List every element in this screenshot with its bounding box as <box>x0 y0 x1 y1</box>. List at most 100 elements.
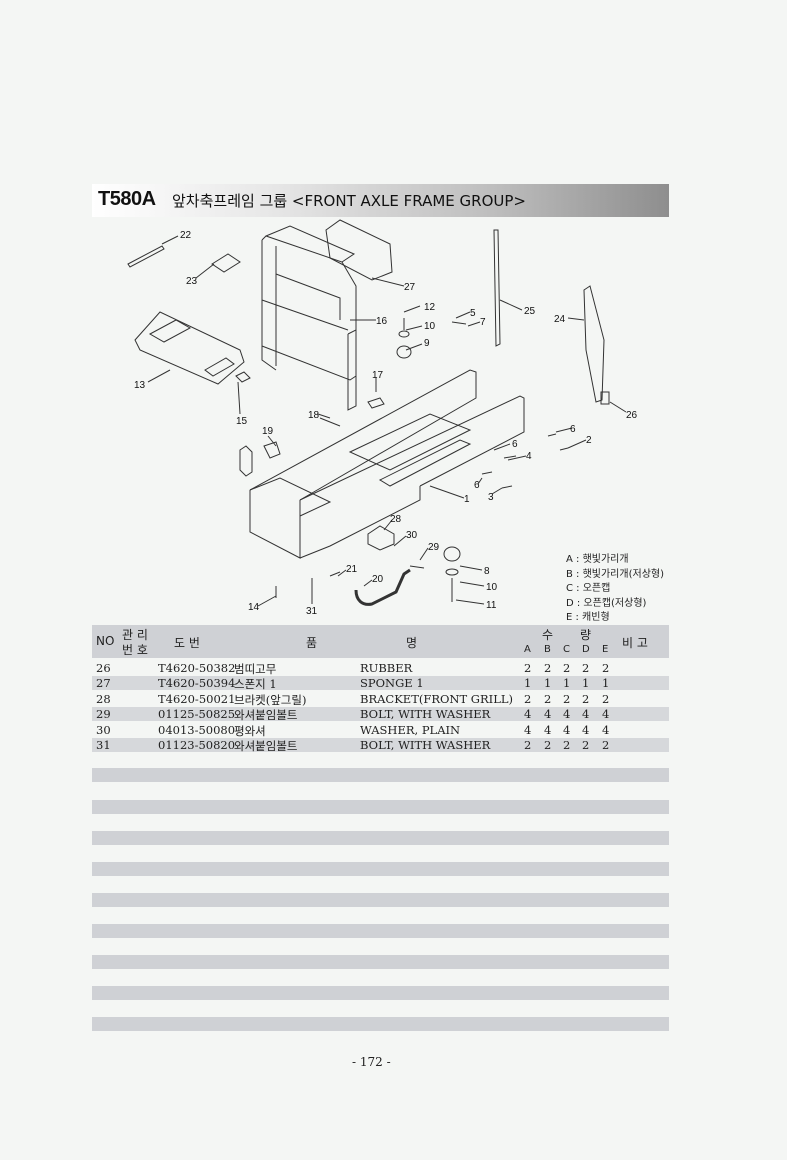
cell-korean-name: 와셔붙임볼트 <box>234 708 298 723</box>
callout: 3 <box>488 492 494 503</box>
header-drawing-no: 도 번 <box>174 636 200 650</box>
callout: 22 <box>180 230 192 241</box>
callout: 18 <box>308 410 320 421</box>
cell-qty: 2 <box>563 738 571 752</box>
header-qty-d: D <box>582 644 590 655</box>
cell-english-name: BOLT, WITH WASHER <box>360 738 491 752</box>
callout: 17 <box>372 370 384 381</box>
cell-no: 31 <box>96 738 111 752</box>
callout: 11 <box>486 600 497 611</box>
cell-no: 27 <box>96 676 111 691</box>
cell-part-number: 01125-50825 <box>158 707 236 722</box>
callout: 8 <box>484 566 490 577</box>
cell-korean-name: 브라켓(앞그릴) <box>234 692 307 707</box>
callout: 13 <box>134 380 146 391</box>
cell-qty: 1 <box>524 676 532 691</box>
cell-part-number: T4620-50021 <box>158 691 236 706</box>
callout: 6 <box>512 439 518 450</box>
callout: 6 <box>474 480 480 491</box>
cell-qty: 1 <box>544 676 552 691</box>
header-mgmt-top: 관 리 <box>122 628 148 642</box>
callout: 7 <box>480 317 486 328</box>
cell-qty: 4 <box>563 722 571 737</box>
cell-qty: 4 <box>602 722 610 737</box>
callout: 9 <box>424 338 430 349</box>
callout: 25 <box>524 306 536 317</box>
cell-qty: 2 <box>544 661 552 675</box>
callout: 14 <box>248 602 260 613</box>
cell-qty: 4 <box>524 722 532 737</box>
cell-qty: 4 <box>544 707 552 722</box>
legend-item: B : 햇빛가리개(저상형) <box>566 568 664 580</box>
cell-qty: 2 <box>602 738 610 752</box>
cell-korean-name: 스폰지 1 <box>234 677 277 692</box>
cell-part-number: 01123-50820 <box>158 738 236 752</box>
callout: 10 <box>424 321 436 332</box>
callout: 20 <box>372 574 384 585</box>
callout: 5 <box>470 308 476 319</box>
callout: 31 <box>306 606 318 617</box>
callout: 4 <box>526 451 532 462</box>
empty-row-stripe <box>92 924 669 938</box>
callout: 1 <box>464 494 470 505</box>
legend-item: E : 캐빈형 <box>566 612 610 623</box>
cell-qty: 2 <box>602 691 610 706</box>
cell-qty: 4 <box>582 707 590 722</box>
header-name-1: 품 <box>306 636 318 650</box>
cell-qty: 2 <box>582 738 590 752</box>
empty-row-stripe <box>92 800 669 814</box>
callout: 10 <box>486 582 498 593</box>
cell-qty: 2 <box>563 661 571 675</box>
cell-qty: 2 <box>524 691 532 706</box>
callout: 28 <box>390 514 402 525</box>
callout: 2 <box>586 435 592 446</box>
header-qty-c: C <box>563 644 570 655</box>
callout: 23 <box>186 276 198 287</box>
callout: 15 <box>236 416 248 427</box>
cell-english-name: BOLT, WITH WASHER <box>360 707 491 722</box>
cell-qty: 2 <box>524 661 532 675</box>
cell-part-number: T4620-50394 <box>158 676 236 691</box>
header-qty-e: E <box>602 644 609 655</box>
header-qty-2: 량 <box>580 628 592 642</box>
cell-qty: 4 <box>544 722 552 737</box>
empty-row-stripe <box>92 768 669 782</box>
header-qty-a: A <box>524 644 531 655</box>
cell-qty: 1 <box>563 676 571 691</box>
header-name-2: 명 <box>406 636 418 650</box>
cell-no: 28 <box>96 691 111 706</box>
cell-qty: 2 <box>582 661 590 675</box>
callout: 24 <box>554 314 566 325</box>
cell-qty: 4 <box>524 707 532 722</box>
title-bar <box>92 184 669 217</box>
cell-part-number: T4620-50382 <box>158 661 236 675</box>
cell-no: 29 <box>96 707 111 722</box>
header-qty-1: 수 <box>542 628 554 642</box>
cell-korean-name: 범띠고무 <box>234 662 277 676</box>
header-remark: 비 고 <box>622 636 648 650</box>
cell-korean-name: 평와셔 <box>234 723 266 738</box>
callout: 16 <box>376 316 388 327</box>
cell-qty: 4 <box>602 707 610 722</box>
cell-no: 30 <box>96 722 111 737</box>
callout: 19 <box>262 426 274 437</box>
cell-qty: 2 <box>544 738 552 752</box>
header-mgmt-bottom: 번 호 <box>122 643 148 657</box>
header-no: NO <box>96 634 115 648</box>
header-qty-b: B <box>544 644 551 655</box>
cell-qty: 4 <box>563 707 571 722</box>
cell-qty: 2 <box>544 691 552 706</box>
model-name: T580A <box>98 188 156 210</box>
callout: 21 <box>346 564 358 575</box>
empty-row-stripe <box>92 862 669 876</box>
cell-english-name: WASHER, PLAIN <box>360 722 461 737</box>
empty-row-stripe <box>92 831 669 845</box>
callout: 29 <box>428 542 440 553</box>
legend-item: D : 오픈캡(저상형) <box>566 597 647 609</box>
